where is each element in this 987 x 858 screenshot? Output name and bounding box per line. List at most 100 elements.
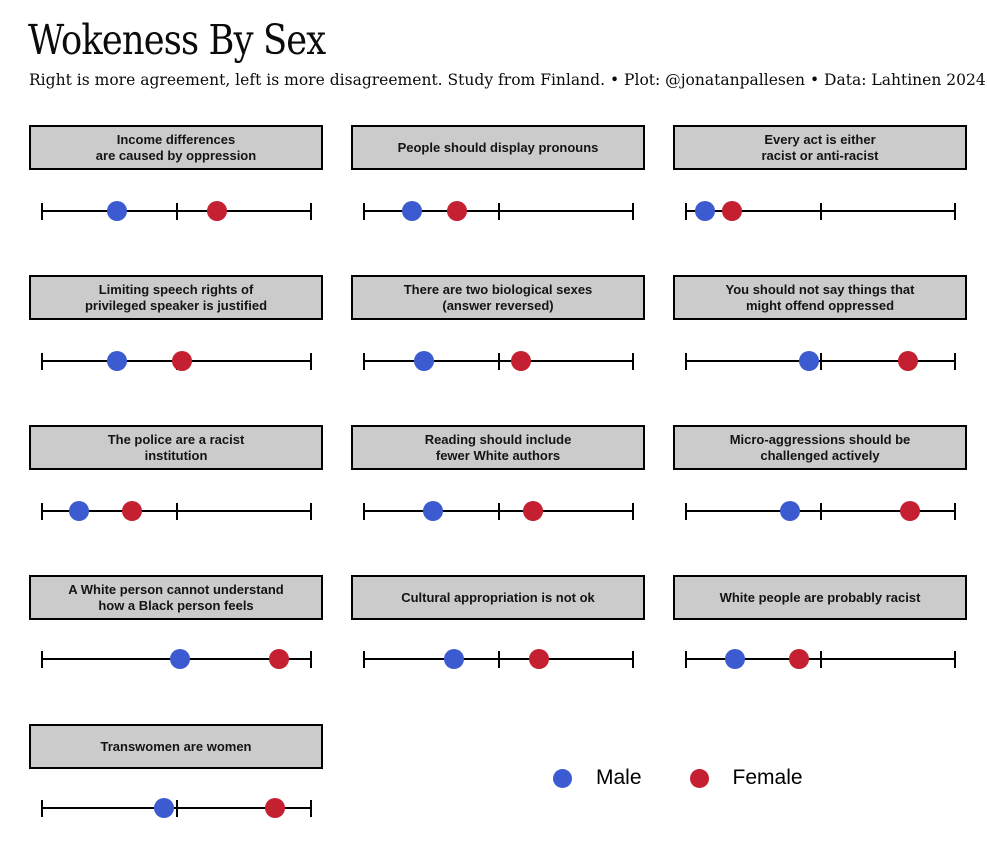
- axis-tick-left: [41, 502, 43, 520]
- panel-title-line: You should not say things that: [725, 281, 915, 297]
- axis-tick-right: [632, 352, 634, 370]
- axis-tick-left: [363, 650, 365, 668]
- axis-tick-right: [310, 202, 312, 220]
- female-dot: [522, 501, 543, 521]
- panel-title-line: A White person cannot understand: [68, 581, 284, 597]
- axis-tick-right: [632, 202, 634, 220]
- female-dot: [529, 649, 550, 669]
- panel-title-line: People should display pronouns: [397, 139, 599, 155]
- female-dot: [900, 501, 921, 521]
- male-dot: [107, 201, 128, 221]
- female-dot: [264, 798, 285, 818]
- panel-title-line: might offend oppressed: [745, 297, 895, 313]
- axis-tick-right: [310, 352, 312, 370]
- panel-title-box: Cultural appropriation is not ok: [351, 575, 645, 620]
- female-dot: [268, 649, 289, 669]
- axis-tick-left: [41, 352, 43, 370]
- panel-title-line: racist or anti-racist: [761, 147, 879, 163]
- panel-title-line: Cultural appropriation is not ok: [401, 589, 595, 605]
- panel-title-line: privileged speaker is justified: [84, 297, 268, 313]
- panel-title-line: how a Black person feels: [98, 597, 254, 613]
- male-dot-icon: [553, 768, 572, 788]
- axis-tick-mid: [819, 650, 822, 668]
- panel-title-line: are caused by oppression: [95, 147, 257, 163]
- axis-tick-mid: [497, 352, 500, 370]
- male-dot: [154, 798, 175, 818]
- male-dot: [695, 201, 716, 221]
- panel-title-line: institution: [144, 447, 208, 463]
- panel-title-line: challenged actively: [760, 447, 880, 463]
- panel-title-line: There are two biological sexes: [403, 281, 593, 297]
- panel-title-line: Reading should include: [424, 431, 572, 447]
- panel-title-line: Micro-aggressions should be: [729, 431, 911, 447]
- axis-tick-left: [363, 352, 365, 370]
- panel-title-box: People should display pronouns: [351, 125, 645, 170]
- panel-title-line: Income differences: [116, 131, 236, 147]
- male-dot: [423, 501, 444, 521]
- axis-tick-left: [685, 502, 687, 520]
- panel: There are two biological sexes(answer re…: [351, 275, 645, 385]
- axis-tick-mid: [497, 502, 500, 520]
- axis-tick-mid: [175, 202, 178, 220]
- axis-tick-mid: [175, 799, 178, 817]
- axis-tick-right: [310, 650, 312, 668]
- axis-tick-left: [41, 202, 43, 220]
- panel-title-box: White people are probably racist: [673, 575, 967, 620]
- legend-item-female: Female: [689, 766, 803, 790]
- axis-tick-left: [685, 202, 687, 220]
- panel-title-line: Every act is either: [764, 131, 876, 147]
- chart-subtitle: Right is more agreement, left is more di…: [29, 70, 986, 89]
- axis-tick-left: [363, 502, 365, 520]
- male-dot: [107, 351, 128, 371]
- axis-tick-mid: [819, 352, 822, 370]
- panel: Transwomen are women: [29, 724, 323, 834]
- axis-tick-right: [310, 799, 312, 817]
- legend-label-female: Female: [732, 766, 803, 789]
- panel: Cultural appropriation is not ok: [351, 575, 645, 685]
- male-dot: [169, 649, 190, 669]
- panel-title-box: There are two biological sexes(answer re…: [351, 275, 645, 320]
- legend: Male Female: [553, 766, 803, 790]
- axis-tick-right: [954, 202, 956, 220]
- axis-tick-mid: [819, 502, 822, 520]
- axis-tick-mid: [819, 202, 822, 220]
- female-dot: [721, 201, 742, 221]
- axis-tick-left: [685, 650, 687, 668]
- axis-tick-right: [954, 352, 956, 370]
- male-dot: [401, 201, 422, 221]
- male-dot: [413, 351, 434, 371]
- panel-title-line: (answer reversed): [442, 297, 554, 313]
- legend-item-male: Male: [553, 766, 642, 790]
- panel-title-line: Transwomen are women: [100, 738, 252, 754]
- axis-tick-right: [632, 502, 634, 520]
- female-dot: [511, 351, 532, 371]
- panel-title-line: Limiting speech rights of: [98, 281, 254, 297]
- panel-title-box: Transwomen are women: [29, 724, 323, 769]
- axis-tick-right: [954, 502, 956, 520]
- axis-tick-left: [41, 799, 43, 817]
- female-dot: [171, 351, 192, 371]
- female-dot: [897, 351, 918, 371]
- axis-tick-left: [363, 202, 365, 220]
- panel-title-line: fewer White authors: [435, 447, 561, 463]
- axis-tick-left: [685, 352, 687, 370]
- panel-title-line: White people are probably racist: [719, 589, 921, 605]
- male-dot: [69, 501, 90, 521]
